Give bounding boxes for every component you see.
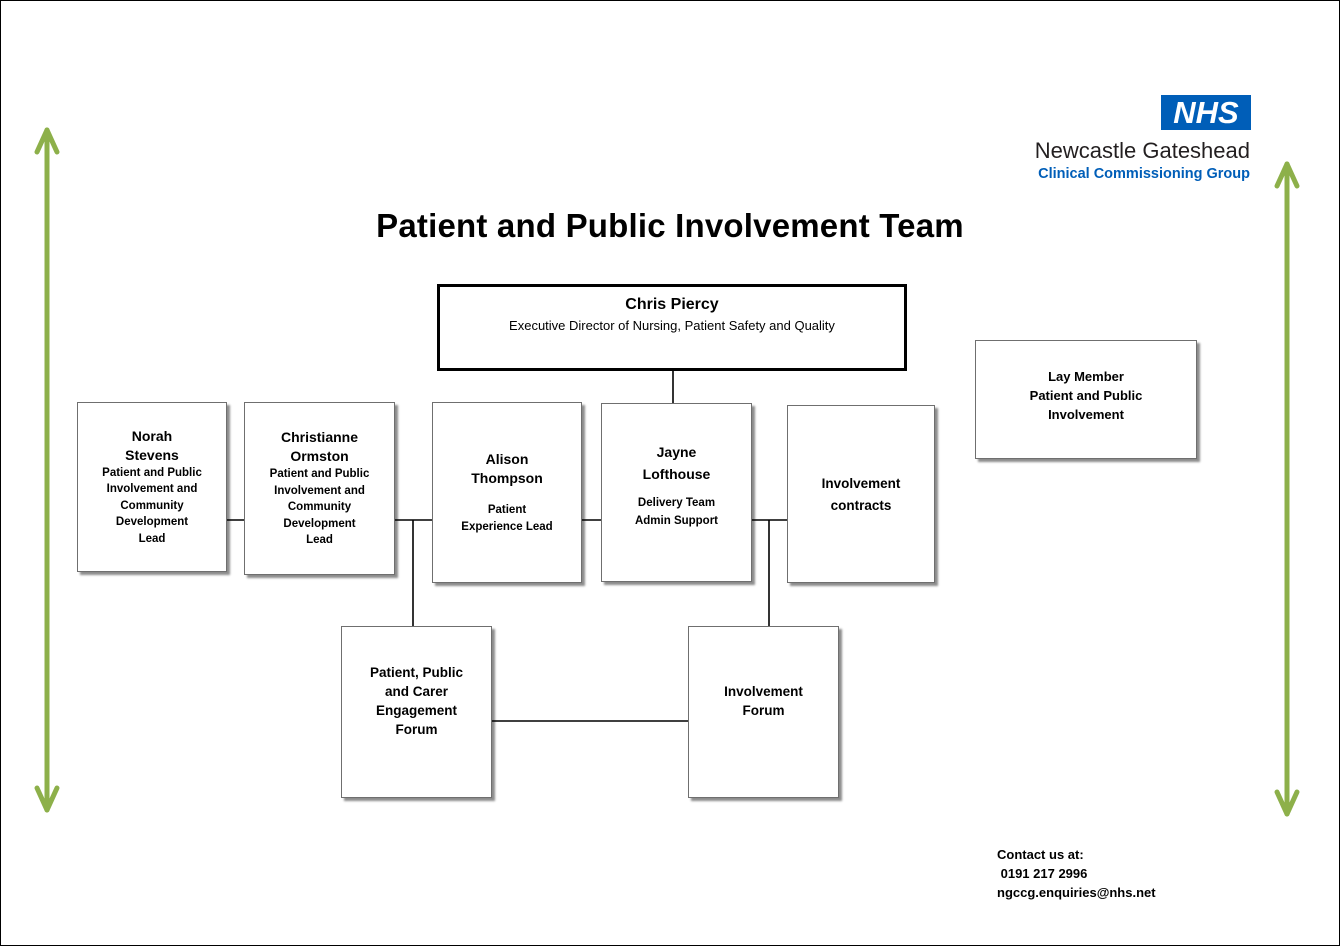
member-role: Admin Support	[634, 515, 719, 527]
forum-label: Forum	[742, 703, 785, 718]
member-name: Thompson	[471, 470, 543, 486]
member-role: Development	[115, 516, 189, 529]
team-member-christianne-ormston: Christianne Ormston Patient and Public I…	[244, 402, 395, 575]
team-member-jayne-lofthouse: Jayne Lofthouse Delivery Team Admin Supp…	[601, 403, 752, 582]
member-role: Patient and Public	[269, 468, 370, 481]
member-name: Alison	[485, 451, 529, 467]
forum-label: Forum	[395, 722, 438, 737]
member-name: Lofthouse	[642, 466, 711, 482]
member-role: Experience Lead	[461, 520, 553, 533]
member-role: Patient	[487, 504, 527, 516]
member-role: Development	[283, 517, 356, 530]
member-name: Christianne	[280, 429, 358, 446]
member-role: Involvement and	[106, 483, 198, 496]
org-subtitle: Clinical Commissioning Group	[1038, 166, 1250, 182]
page-title: Patient and Public Involvement Team	[376, 207, 964, 244]
member-role: Community	[120, 499, 184, 512]
forum-label: Patient, Public	[369, 665, 464, 680]
contact-block: Contact us at: 0191 217 2996 ngccg.enqui…	[997, 845, 1156, 902]
team-member-norah-stevens: Norah Stevens Patient and Public Involve…	[77, 402, 227, 572]
contact-heading: Contact us at:	[997, 847, 1084, 862]
nhs-logo: NHS	[1161, 95, 1251, 130]
engagement-forum-box: Patient, Public and Carer Engagement For…	[341, 626, 492, 798]
member-name: Norah	[131, 427, 173, 444]
forum-label: and Carer	[384, 684, 449, 699]
member-role: Community	[287, 501, 352, 514]
lay-member-line: Involvement	[1048, 407, 1124, 422]
member-role: Lead	[306, 534, 333, 547]
involvement-contracts-box: Involvement contracts	[787, 405, 935, 583]
contracts-label: Involvement	[821, 476, 901, 491]
lay-member-line: Lay Member	[1048, 369, 1124, 384]
member-role: Delivery Team	[637, 497, 716, 509]
lay-member-box: Lay Member Patient and Public Involvemen…	[975, 340, 1197, 459]
director-name: Chris Piercy	[625, 296, 719, 313]
team-member-alison-thompson: Alison Thompson Patient Experience Lead	[432, 402, 582, 583]
member-role: Patient and Public	[102, 466, 202, 479]
forum-label: Engagement	[375, 703, 457, 718]
contact-phone: 0191 217 2996	[997, 866, 1088, 881]
lay-member-line: Patient and Public	[1029, 388, 1143, 403]
director-role: Executive Director of Nursing, Patient S…	[509, 318, 835, 333]
double-headed-arrow-icon	[1274, 161, 1300, 817]
director-box: Chris Piercy Executive Director of Nursi…	[437, 284, 907, 371]
member-role: Lead	[138, 532, 166, 545]
org-name: Newcastle Gateshead	[1034, 138, 1250, 163]
member-name: Ormston	[290, 448, 349, 465]
involvement-forum-box: Involvement Forum	[688, 626, 839, 798]
member-name: Stevens	[125, 446, 179, 463]
contact-email[interactable]: ngccg.enquiries@nhs.net	[997, 885, 1156, 900]
forum-label: Involvement	[724, 684, 803, 699]
double-headed-arrow-icon	[34, 127, 60, 813]
contracts-label: contracts	[830, 498, 892, 513]
member-name: Jayne	[656, 444, 697, 460]
member-role: Involvement and	[274, 484, 365, 497]
